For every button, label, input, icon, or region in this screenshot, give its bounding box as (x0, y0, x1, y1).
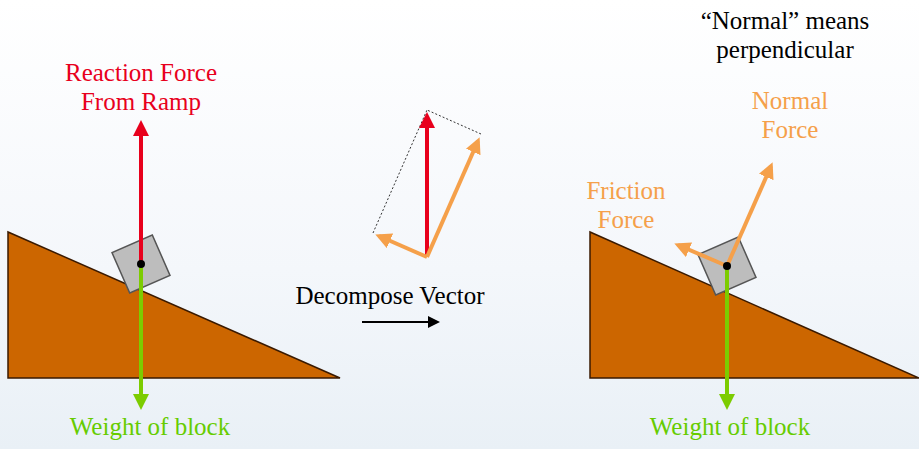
note-label: “Normal” means perpendicular (670, 6, 900, 64)
weight-label: Weight of block (40, 412, 260, 441)
weight-label: Weight of block (620, 412, 840, 441)
force-label: Reaction Force From Ramp (56, 58, 226, 116)
ramp-left (8, 124, 340, 406)
force-label: Friction Force (566, 176, 686, 234)
step-label: Decompose Vector (290, 281, 490, 310)
force-label: Normal Force (730, 86, 850, 144)
